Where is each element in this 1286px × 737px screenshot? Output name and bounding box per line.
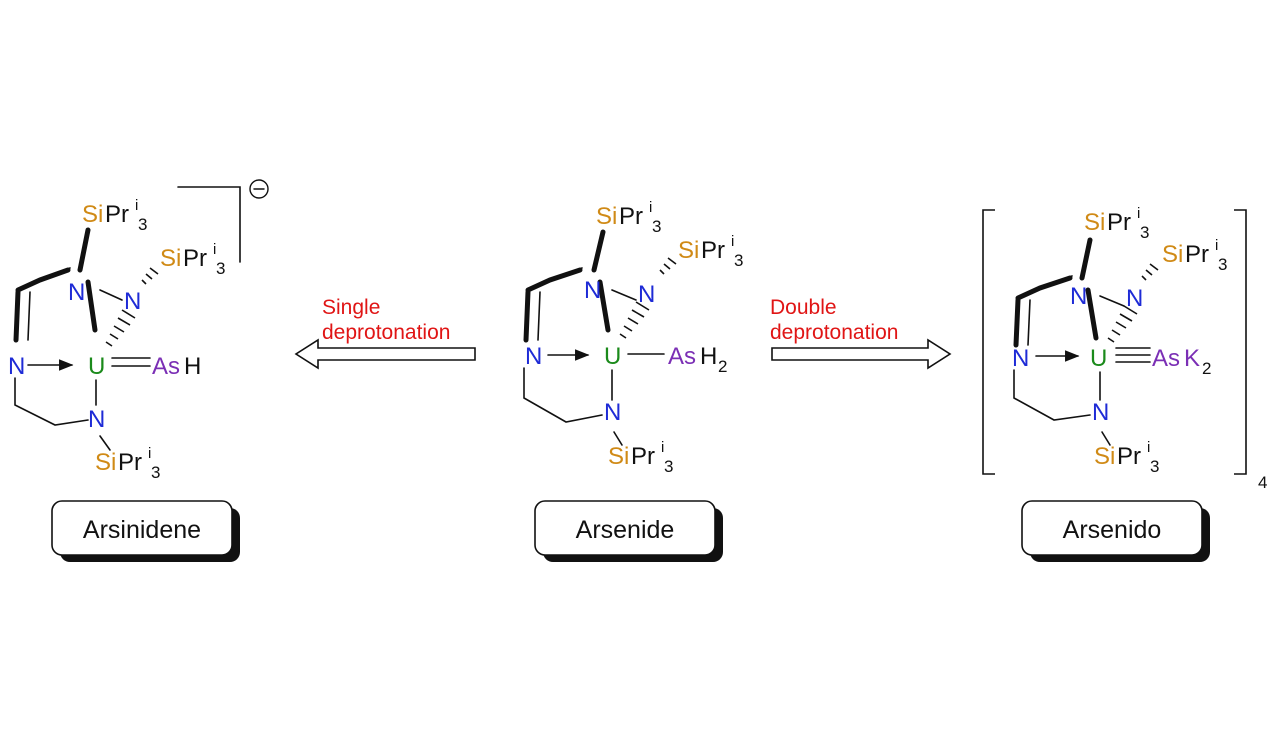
arsenide-hashed-bond [619,257,677,339]
arsenido-hashed-bond [1107,263,1159,343]
nitrogen-atom-label: N [124,288,141,315]
nitrogen-atom-label: N [604,399,621,426]
silyl-group: Si Pr i 3 [95,445,160,482]
svg-text:Si: Si [160,245,181,272]
silyl-group: Si Pr i 3 [1084,205,1149,242]
svg-text:i: i [135,197,138,214]
svg-text:Si: Si [1162,241,1183,268]
arsenic-atom-label: As [152,353,180,380]
svg-text:Si: Si [678,237,699,264]
double-deprotonation-arrow: Double deprotonation [770,296,952,370]
arsenic-atom-label: As [668,343,696,370]
svg-text:3: 3 [151,463,160,482]
nitrogen-atom-label: N [525,343,542,370]
svg-text:3: 3 [1140,223,1149,242]
svg-text:Si: Si [1094,443,1115,470]
silyl-group: Si Pr i 3 [596,199,661,236]
arsenido-structure: 4 N N N U [982,205,1267,492]
svg-text:3: 3 [1218,255,1227,274]
nitrogen-atom-label: N [1070,283,1087,310]
nitrogen-atom-label: N [88,406,105,433]
arrow-label-line2: deprotonation [770,321,898,344]
subscript-2: 2 [718,357,727,376]
silyl-group: Si Pr i 3 [1162,237,1227,274]
svg-text:3: 3 [216,259,225,278]
hydrogen-atom-label: H [184,353,201,380]
svg-text:3: 3 [664,457,673,476]
arsenide-label: Arsenide [576,516,675,544]
svg-text:Si: Si [596,203,617,230]
uranium-atom-label: U [604,343,621,370]
svg-text:Pr: Pr [619,203,643,230]
svg-text:Si: Si [1084,209,1105,236]
arsenido-brackets [982,209,1247,475]
svg-text:3: 3 [138,215,147,234]
svg-text:Pr: Pr [631,443,655,470]
nitrogen-atom-label: N [1012,345,1029,372]
svg-text:Pr: Pr [1185,241,1209,268]
arsenide-structure: N N N U N As H 2 Si Pr i 3 Si Pr i 3 Si … [523,199,743,476]
hydrogen-atom-label: H [700,343,717,370]
arsinidene-structure: N N N U N As H Si Pr i 3 Si Pr i 3 Si Pr… [8,179,269,482]
nitrogen-atom-label: N [584,277,601,304]
nitrogen-atom-label: N [1126,285,1143,312]
svg-text:Pr: Pr [1107,209,1131,236]
svg-text:3: 3 [1150,457,1159,476]
potassium-atom-label: K [1184,345,1200,372]
svg-text:3: 3 [734,251,743,270]
svg-text:Si: Si [82,201,103,228]
arsenide-label-box: Arsenide [534,500,723,562]
svg-text:Pr: Pr [1117,443,1141,470]
single-deprotonation-arrow: Single deprotonation [294,296,476,370]
nitrogen-atom-label: N [1092,399,1109,426]
silyl-group: Si Pr i 3 [678,233,743,270]
subscript-2: 2 [1202,359,1211,378]
arrow-label-line2: deprotonation [322,321,450,344]
svg-text:Pr: Pr [701,237,725,264]
silyl-group: Si Pr i 3 [608,439,673,476]
uranium-atom-label: U [1090,345,1107,372]
arrow-label-line1: Single [322,296,380,319]
nitrogen-atom-label: N [638,281,655,308]
uranium-atom-label: U [88,353,105,380]
svg-text:i: i [1137,205,1140,222]
arsenido-label: Arsenido [1063,516,1162,544]
svg-text:i: i [1147,439,1150,456]
arrow-label-line1: Double [770,296,837,319]
svg-text:Si: Si [95,449,116,476]
arsinidene-bonds [13,179,269,451]
svg-text:i: i [649,199,652,216]
svg-text:Pr: Pr [183,245,207,272]
svg-text:i: i [148,445,151,462]
svg-text:i: i [1215,237,1218,254]
tetramer-subscript: 4 [1258,473,1267,492]
arsinidene-label-box: Arsinidene [51,500,240,562]
silyl-group: Si Pr i 3 [160,241,225,278]
silyl-group: Si Pr i 3 [82,197,147,234]
svg-text:i: i [731,233,734,250]
arsenic-atom-label: As [1152,345,1180,372]
arsenido-bonds [1013,237,1151,446]
svg-text:i: i [661,439,664,456]
nitrogen-atom-label: N [68,279,85,306]
arsinidene-hashed-bond [105,267,159,347]
silyl-group: Si Pr i 3 [1094,439,1159,476]
svg-text:Pr: Pr [118,449,142,476]
svg-text:i: i [213,241,216,258]
svg-text:Si: Si [608,443,629,470]
nitrogen-atom-label: N [8,353,25,380]
arsenide-bonds [523,229,665,446]
svg-text:3: 3 [652,217,661,236]
svg-text:Pr: Pr [105,201,129,228]
arsinidene-label: Arsinidene [83,516,201,544]
arsenido-label-box: Arsenido [1021,500,1210,562]
